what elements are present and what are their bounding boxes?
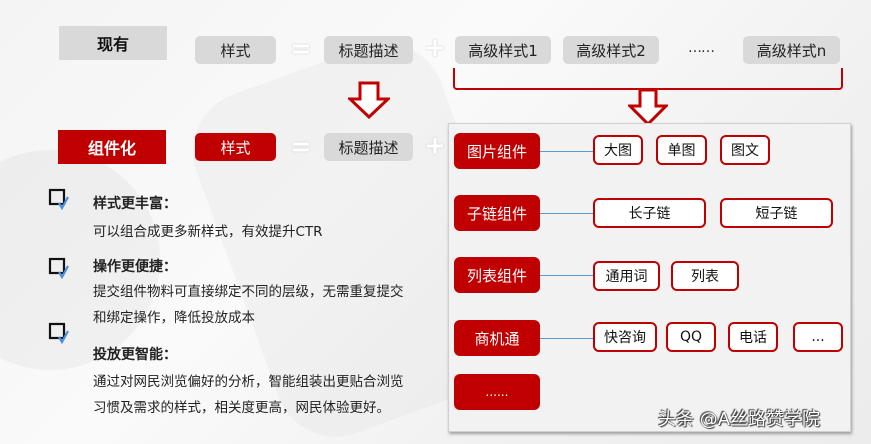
- sub-item: 短子链: [720, 198, 833, 228]
- sub-item: 图文: [720, 135, 770, 165]
- sub-item: QQ: [666, 322, 716, 352]
- down-arrow-icon: [628, 88, 668, 126]
- equals-icon: =: [290, 132, 312, 162]
- sub-item: 电话: [728, 322, 778, 352]
- component-image: 图片组件: [454, 133, 540, 169]
- component-business: 商机通: [454, 320, 540, 356]
- plus-icon: +: [424, 131, 446, 161]
- benefit-line: 和绑定操作，降低投放成本: [93, 310, 255, 326]
- sub-item: ...: [793, 322, 843, 352]
- checkbox-check-icon: [48, 188, 69, 210]
- advanced-style-2: 高级样式2: [563, 36, 659, 64]
- benefit-text: 通过对网民浏览偏好的分析，智能组装出更贴合浏览 习惯及需求的样式，相关度更高，网…: [93, 369, 433, 421]
- benefit-title: 样式更丰富：: [93, 196, 177, 212]
- component-more: ......: [454, 374, 540, 410]
- advanced-style-ellipsis: ……: [688, 40, 715, 56]
- down-arrow-icon: [348, 81, 390, 119]
- sub-item: 单图: [656, 135, 707, 165]
- sub-item: 通用词: [593, 261, 660, 291]
- component-list: 列表组件: [454, 257, 540, 293]
- existing-label: 现有: [59, 26, 167, 60]
- plus-icon: +: [424, 33, 446, 63]
- connector-line: [540, 213, 593, 214]
- connector-line: [540, 275, 593, 276]
- style-pill: 样式: [195, 36, 276, 64]
- component-sublink: 子链组件: [454, 195, 540, 231]
- watermark: 头条 @A丝路赞学院: [658, 409, 821, 430]
- benefit-text: 可以组合成更多新样式，有效提升CTR: [93, 219, 433, 245]
- benefit-title: 投放更智能：: [93, 347, 177, 363]
- sub-item: 大图: [593, 135, 643, 165]
- benefit-line: 可以组合成更多新样式，有效提升CTR: [93, 224, 323, 240]
- advanced-style-1: 高级样式1: [455, 36, 551, 64]
- benefit-line: 通过对网民浏览偏好的分析，智能组装出更贴合浏览: [93, 374, 404, 390]
- sub-item: 快咨询: [593, 322, 657, 352]
- advanced-style-n: 高级样式n: [743, 36, 840, 64]
- componentized-label: 组件化: [58, 130, 166, 164]
- checkbox-check-icon: [48, 322, 69, 344]
- benefit-text: 提交组件物料可直接绑定不同的层级，无需重复提交 和绑定操作，降低投放成本: [93, 279, 433, 331]
- title-desc-pill: 标题描述: [324, 36, 413, 64]
- connector-line: [540, 338, 593, 339]
- sub-item: 列表: [671, 261, 739, 291]
- bracket-connector: [453, 68, 843, 90]
- equals-icon: =: [290, 34, 312, 64]
- benefit-line: 提交组件物料可直接绑定不同的层级，无需重复提交: [93, 284, 404, 300]
- style-pill-red: 样式: [195, 133, 276, 161]
- sub-item: 长子链: [593, 198, 706, 228]
- benefit-line: 习惯及需求的样式，相关度更高，网民体验更好。: [93, 400, 390, 416]
- connector-line: [540, 151, 593, 152]
- title-desc-pill: 标题描述: [324, 133, 413, 161]
- checkbox-check-icon: [48, 257, 69, 279]
- benefit-title: 操作更便捷：: [93, 259, 177, 275]
